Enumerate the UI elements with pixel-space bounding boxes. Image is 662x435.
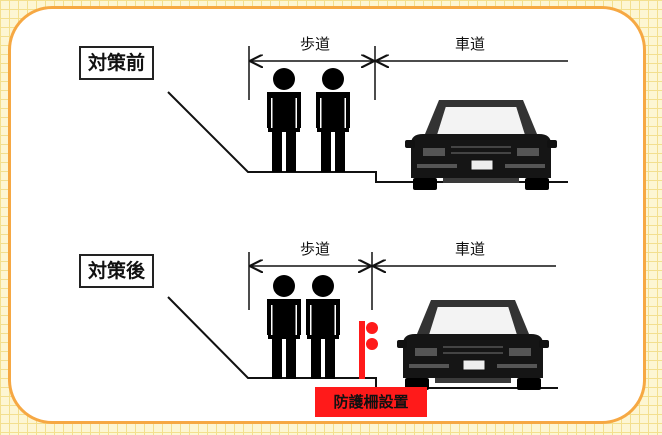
panel-before xyxy=(167,46,568,191)
sidewalk-label: 歩道 xyxy=(300,240,331,258)
ground-profile-line xyxy=(167,91,568,183)
roadway-label: 車道 xyxy=(455,240,486,258)
guardrail-installation-label: 防護柵設置 xyxy=(315,387,427,417)
guardrail-icon xyxy=(359,321,378,379)
roadway-label: 車道 xyxy=(455,35,486,53)
car-icon xyxy=(404,99,558,191)
pedestrian-icon xyxy=(267,275,301,379)
car-icon xyxy=(396,299,550,391)
pedestrian-icon xyxy=(306,275,340,379)
pedestrian-icon xyxy=(267,68,301,172)
ground-profile-line xyxy=(167,296,558,389)
sidewalk-label: 歩道 xyxy=(300,35,331,53)
before-title: 対策前 xyxy=(79,46,155,80)
after-title: 対策後 xyxy=(79,254,155,288)
panel-after xyxy=(167,252,558,391)
pedestrian-icon xyxy=(316,68,350,172)
